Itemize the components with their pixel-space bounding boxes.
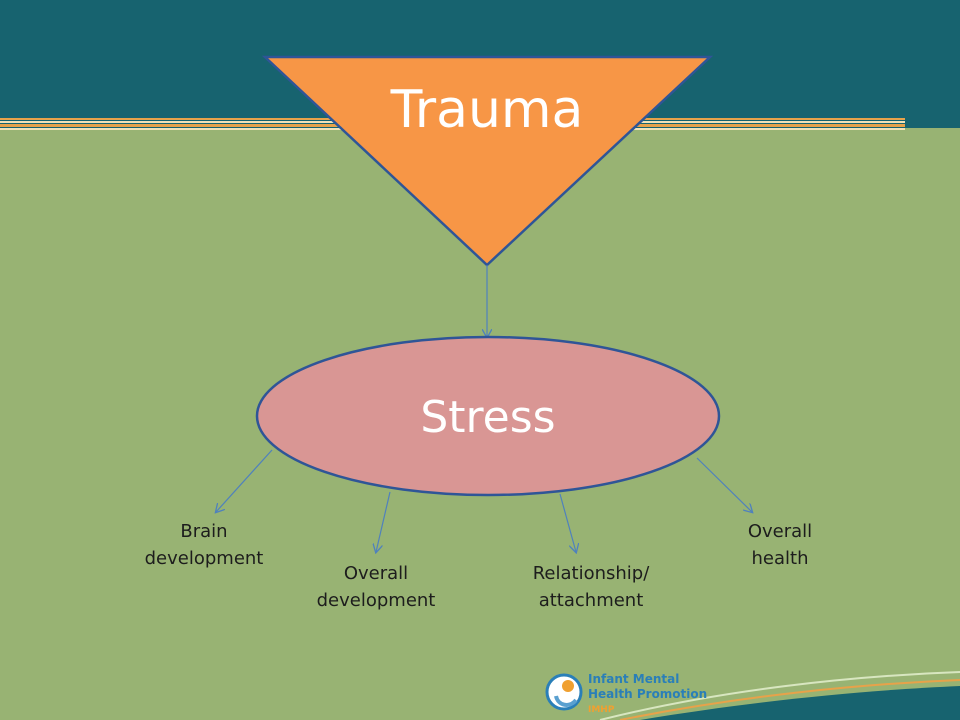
trauma-label: Trauma (390, 80, 584, 140)
stress-label: Stress (420, 392, 556, 443)
logo-abbrev: IMHP (588, 705, 615, 715)
imhp-logo-icon (545, 673, 583, 711)
imhp-logo: Infant Mental Health Promotion IMHP (544, 664, 708, 720)
logo-line-2: Health Promotion (588, 687, 708, 701)
corner-swoosh (599, 671, 960, 720)
arrow-overall-development (376, 491, 391, 552)
logo-line-1: Infant Mental (588, 672, 680, 686)
effect-relationship-attachment: Relationship/ attachment (532, 563, 650, 611)
corner-swoosh-band (640, 686, 960, 720)
arrow-overall-health (696, 457, 752, 512)
effect-overall-development: Overall development (316, 563, 436, 611)
effect-overall-health: Overall health (747, 521, 813, 569)
arrow-relationship-attachment (559, 493, 576, 552)
trauma-triangle (261, 55, 714, 267)
effect-brain-development: Brain development (144, 521, 264, 569)
corner-swoosh-accent (619, 679, 960, 720)
stress-ellipse (255, 335, 721, 497)
arrow-brain-development (216, 449, 273, 512)
